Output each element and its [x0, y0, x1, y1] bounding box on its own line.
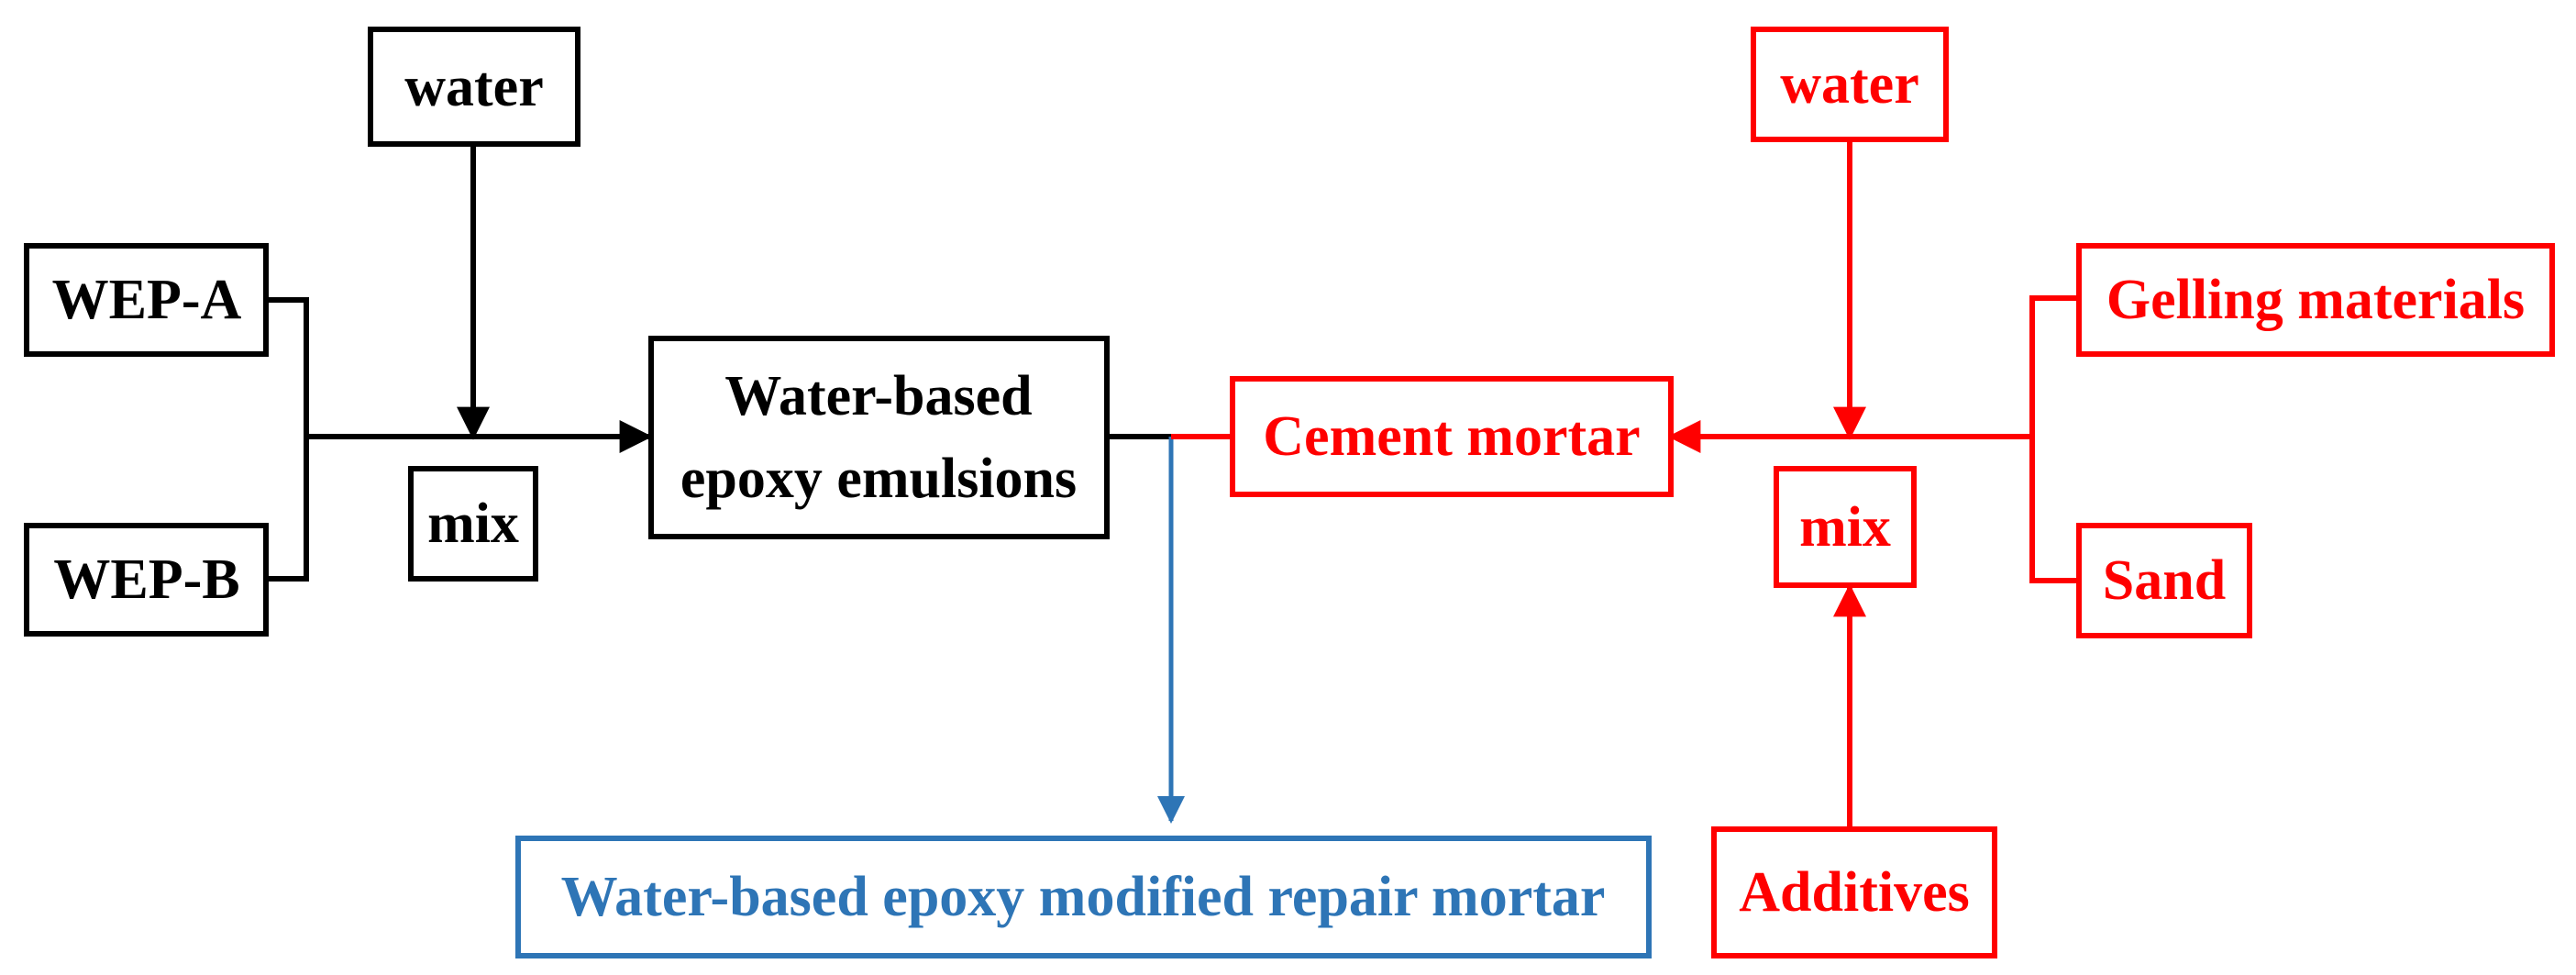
mix-right-label: mix: [1799, 496, 1891, 559]
repair-mortar-box: [515, 836, 1652, 958]
wep-a-connector: [266, 297, 309, 437]
additives-box: [1711, 826, 1997, 958]
emulsions-label-line2: epoxy emulsions: [680, 448, 1077, 510]
sand-connector: [2029, 437, 2079, 583]
additives-label: Additives: [1739, 861, 1969, 924]
wep-b-connector: [266, 437, 309, 582]
repair-mortar-label: Water-based epoxy modified repair mortar: [561, 866, 1606, 928]
water-left-box: [368, 27, 580, 147]
sand-label: Sand: [2103, 549, 2226, 612]
left-connectors: [266, 144, 1171, 582]
wep-b-box: [24, 523, 269, 637]
emulsions-box: [648, 336, 1110, 539]
gelling-materials-label: Gelling materials: [2106, 269, 2525, 331]
water-right-label: water: [1780, 53, 1918, 116]
right-connectors: [1171, 139, 2079, 827]
gelling-materials-box: [2076, 243, 2555, 357]
gelling-connector: [2029, 295, 2079, 437]
mix-left-box: [408, 466, 538, 582]
mix-right-box: [1774, 466, 1917, 588]
mix-left-label: mix: [427, 493, 519, 555]
wep-b-label: WEP-B: [53, 548, 239, 611]
labels: water WEP-A WEP-B mix Water-based epoxy …: [52, 53, 2525, 928]
sand-box: [2076, 523, 2252, 638]
cement-mortar-box: [1230, 376, 1674, 497]
left-boxes: [24, 27, 1110, 637]
wep-a-label: WEP-A: [52, 269, 242, 331]
wep-a-box: [24, 243, 269, 357]
water-left-label: water: [404, 56, 543, 118]
cement-mortar-label: Cement mortar: [1263, 405, 1640, 468]
emulsions-label-line1: Water-based: [724, 365, 1032, 427]
water-right-box: [1751, 27, 1949, 142]
right-boxes: [1230, 27, 2555, 958]
